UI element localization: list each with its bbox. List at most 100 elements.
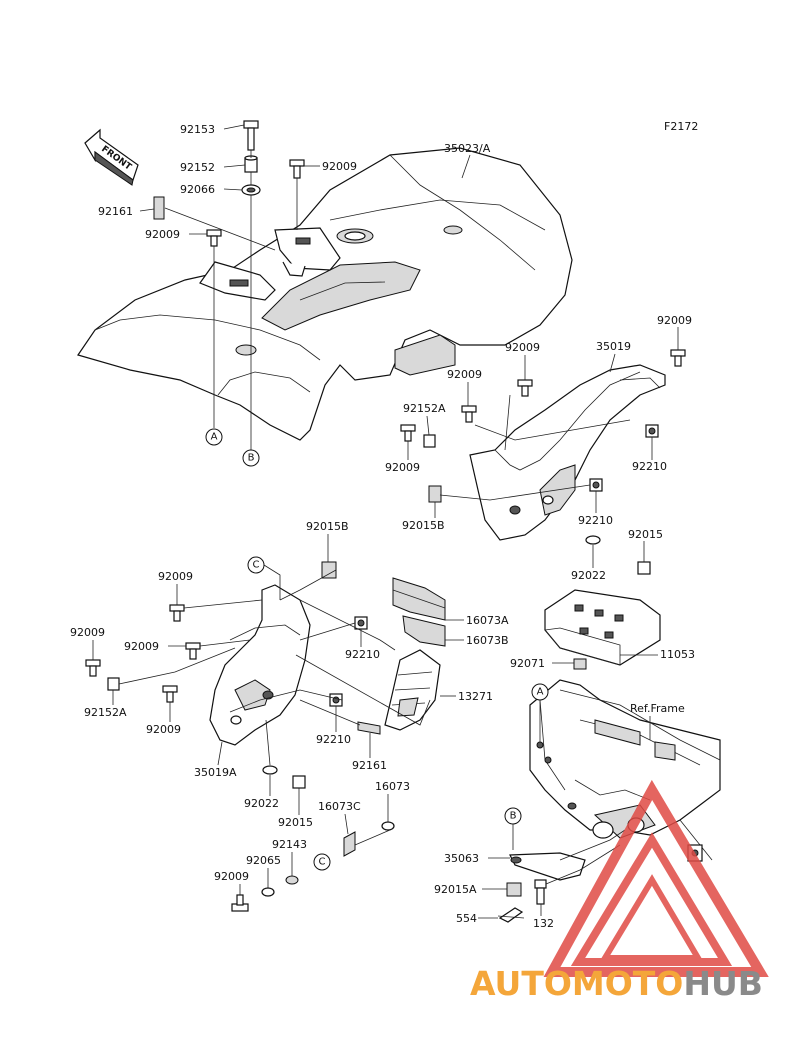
nut-92015A xyxy=(506,882,522,897)
pad-16073A xyxy=(392,577,446,621)
label-92015B-l: 92015B xyxy=(306,520,349,533)
svg-text:C: C xyxy=(319,857,326,868)
callout-b-top: B xyxy=(242,449,260,467)
svg-text:B: B xyxy=(510,811,517,822)
collar-92152A-l xyxy=(107,677,120,691)
label-92022-l: 92022 xyxy=(244,797,279,810)
callout-a-top: A xyxy=(205,428,223,446)
label-16073: 16073 xyxy=(375,780,410,793)
label-16073C: 16073C xyxy=(318,800,361,813)
label-92015-l: 92015 xyxy=(278,816,313,829)
label-16073A: 16073A xyxy=(466,614,509,627)
washer-16073 xyxy=(381,821,395,831)
bolt-92009-left xyxy=(206,229,222,247)
label-92210-r2: 92210 xyxy=(578,514,613,527)
bolt-92009-l2 xyxy=(85,659,101,677)
washer-92065 xyxy=(261,887,275,897)
figure-code: F2172 xyxy=(664,120,698,133)
nut-92210-r1 xyxy=(645,424,659,438)
label-92015A: 92015A xyxy=(434,883,477,896)
clip-92015B-r xyxy=(428,485,442,503)
bolt-92009-r1 xyxy=(670,349,686,367)
pad-92161 xyxy=(153,196,165,220)
bolt-132 xyxy=(534,879,547,905)
label-92152: 92152 xyxy=(180,161,215,174)
label-92009-r1: 92009 xyxy=(657,314,692,327)
label-35023A: 35023/A xyxy=(444,142,491,155)
washer-92022-r xyxy=(585,535,601,545)
label-92071: 92071 xyxy=(510,657,545,670)
washer-92066 xyxy=(241,184,261,196)
bolt-92009-r2 xyxy=(517,379,533,397)
bracket-35063 xyxy=(509,829,626,881)
label-92009-b: 92009 xyxy=(145,228,180,241)
svg-text:A: A xyxy=(537,687,544,698)
clip-92015B-l xyxy=(321,561,337,579)
label-92009-r2: 92009 xyxy=(505,341,540,354)
front-arrow-icon: FRONT xyxy=(84,128,139,186)
callout-c-lower: C xyxy=(313,853,331,871)
watermark-text: AUTOMOTOHUB xyxy=(470,964,763,1003)
guard-13271 xyxy=(384,649,441,731)
label-92009-l2: 92009 xyxy=(70,626,105,639)
bolt-92009-top xyxy=(289,159,305,179)
rear-fender-35023 xyxy=(77,147,573,441)
bolt-92009-l4 xyxy=(162,685,178,703)
watermark-part2: HUB xyxy=(683,964,763,1003)
bolt-92009-r4 xyxy=(400,424,416,442)
label-92153: 92153 xyxy=(180,123,215,136)
label-92210-l2: 92210 xyxy=(316,733,351,746)
pad-92161-c xyxy=(357,721,381,735)
battery-case-11053 xyxy=(544,589,661,666)
label-35063: 35063 xyxy=(444,852,479,865)
label-35019A: 35019A xyxy=(194,766,237,779)
label-35019: 35019 xyxy=(596,340,631,353)
label-92152A-r: 92152A xyxy=(403,402,446,415)
ref-frame-label: Ref.Frame xyxy=(630,702,685,715)
label-92015B-r: 92015B xyxy=(402,519,445,532)
collar-92152A-r xyxy=(423,434,436,448)
bolt-92009-bl xyxy=(231,894,249,912)
bolt-92009-l3 xyxy=(185,642,201,660)
label-554: 554 xyxy=(456,912,477,925)
nut-92071 xyxy=(573,658,587,670)
label-92161-a: 92161 xyxy=(98,205,133,218)
label-92152A-l: 92152A xyxy=(84,706,127,719)
bolt-92153 xyxy=(243,120,259,151)
label-92009-bl: 92009 xyxy=(214,870,249,883)
svg-text:C: C xyxy=(253,560,260,571)
nut-92210-l1 xyxy=(354,616,368,630)
washer-92143 xyxy=(285,875,299,885)
label-92009-l1: 92009 xyxy=(158,570,193,583)
label-92143: 92143 xyxy=(272,838,307,851)
callout-c-upper: C xyxy=(247,556,265,574)
label-11053: 11053 xyxy=(660,648,695,661)
svg-text:B: B xyxy=(248,453,255,464)
callout-b-frame: B xyxy=(504,807,522,825)
label-92065: 92065 xyxy=(246,854,281,867)
bolt-92009-l1 xyxy=(169,604,185,622)
label-92161-c: 92161 xyxy=(352,759,387,772)
nut-92210-r2 xyxy=(589,478,603,492)
pad-16073C xyxy=(343,831,356,857)
label-16073B: 16073B xyxy=(466,634,509,647)
bolt-92009-r3 xyxy=(461,405,477,423)
label-132: 132 xyxy=(533,917,554,930)
label-92015-r: 92015 xyxy=(628,528,663,541)
washer-92022-l xyxy=(262,765,278,775)
mudflap-35019A xyxy=(209,584,311,746)
label-92009-r3: 92009 xyxy=(447,368,482,381)
label-92009-r4: 92009 xyxy=(385,461,420,474)
label-92009-a: 92009 xyxy=(322,160,357,173)
nut-92015-l xyxy=(292,775,306,789)
pad-16073B xyxy=(402,615,446,647)
label-92022-r: 92022 xyxy=(571,569,606,582)
watermark-part1: AUTOMOTO xyxy=(470,964,683,1003)
label-92066: 92066 xyxy=(180,183,215,196)
watermark-logo-icon xyxy=(543,779,769,977)
label-92210-l1: 92210 xyxy=(345,648,380,661)
label-92009-l3: 92009 xyxy=(124,640,159,653)
label-92210-r1: 92210 xyxy=(632,460,667,473)
mudflap-35019 xyxy=(469,364,666,541)
